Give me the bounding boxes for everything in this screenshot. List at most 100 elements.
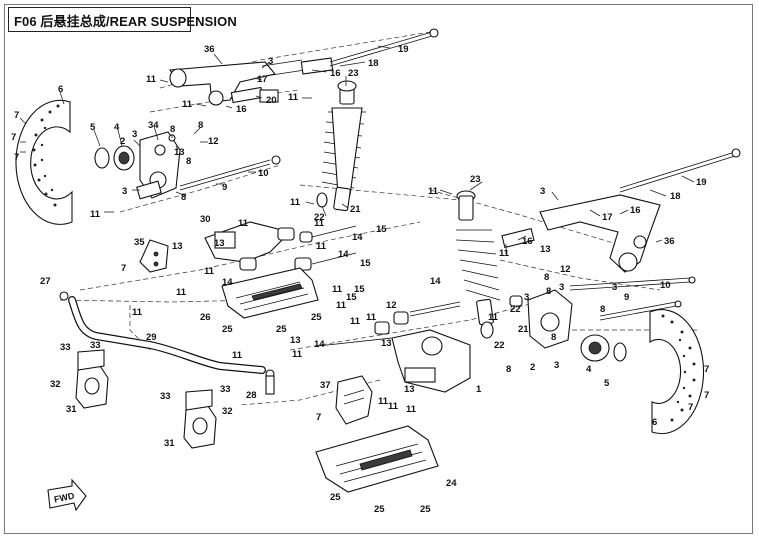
callout-12: 12 xyxy=(386,300,397,311)
callout-16: 16 xyxy=(630,205,641,216)
callout-33: 33 xyxy=(60,342,71,353)
callout-3: 3 xyxy=(132,129,137,140)
callout-33: 33 xyxy=(220,384,231,395)
callout-11: 11 xyxy=(232,350,243,361)
bushing-clamp-right xyxy=(183,389,217,449)
bracket-35 xyxy=(139,239,169,273)
callout-4: 4 xyxy=(114,122,120,133)
callout-11: 11 xyxy=(132,307,143,318)
callout-9: 9 xyxy=(222,182,227,193)
callout-25: 25 xyxy=(374,504,385,515)
callout-10: 10 xyxy=(660,280,671,291)
callout-31: 31 xyxy=(66,404,77,415)
callout-12: 12 xyxy=(560,264,571,275)
callout-7: 7 xyxy=(688,402,693,413)
callout-labels: 36 19 3 18 16 17 11 11 20 16 23 11 6 7 7… xyxy=(11,44,709,515)
callout-12: 12 xyxy=(208,136,219,147)
callout-11: 11 xyxy=(176,287,187,298)
callout-2: 2 xyxy=(530,362,535,373)
callout-16: 16 xyxy=(522,236,533,247)
callout-25: 25 xyxy=(222,324,233,335)
callout-13: 13 xyxy=(404,384,415,395)
callout-17: 17 xyxy=(257,74,268,85)
callout-13: 13 xyxy=(381,338,392,349)
skid-plate-right xyxy=(315,425,439,493)
callout-17: 17 xyxy=(602,212,613,223)
callout-5: 5 xyxy=(90,122,96,133)
callout-6: 6 xyxy=(652,417,657,428)
callout-18: 18 xyxy=(670,191,681,202)
callout-10: 10 xyxy=(258,168,269,179)
callout-7: 7 xyxy=(11,132,16,143)
callout-11: 11 xyxy=(314,218,325,229)
knuckle-right xyxy=(527,289,627,362)
callout-14: 14 xyxy=(338,249,349,260)
callout-14: 14 xyxy=(314,339,325,350)
callout-24: 24 xyxy=(446,478,457,489)
callout-33: 33 xyxy=(160,391,171,402)
callout-9: 9 xyxy=(624,292,629,303)
callout-3: 3 xyxy=(612,282,617,293)
fwd-arrow: FWD xyxy=(47,478,87,512)
callout-11: 11 xyxy=(378,396,389,407)
callout-14: 14 xyxy=(222,277,233,288)
callout-22: 22 xyxy=(314,212,325,223)
callout-16: 16 xyxy=(330,68,341,79)
callout-8: 8 xyxy=(170,124,175,135)
callout-27: 27 xyxy=(40,276,51,287)
callout-26: 26 xyxy=(200,312,211,323)
callout-3: 3 xyxy=(268,56,273,67)
callout-11: 11 xyxy=(288,92,299,103)
callout-29: 29 xyxy=(146,332,157,343)
callout-11: 11 xyxy=(182,99,193,110)
callout-11: 11 xyxy=(366,312,377,323)
callout-15: 15 xyxy=(360,258,371,269)
callout-20: 20 xyxy=(266,95,277,106)
callout-3: 3 xyxy=(524,292,529,303)
callout-11: 11 xyxy=(499,248,510,259)
callout-4: 4 xyxy=(586,364,592,375)
page-title: F06 后悬挂总成/REAR SUSPENSION xyxy=(14,14,237,29)
callout-25: 25 xyxy=(330,492,341,503)
callout-23: 23 xyxy=(348,68,359,79)
callout-8: 8 xyxy=(551,332,556,343)
callout-11: 11 xyxy=(388,401,399,412)
callout-22: 22 xyxy=(494,340,505,351)
callout-15: 14 xyxy=(430,276,441,287)
lower-arm-left xyxy=(136,155,357,271)
callout-6: 6 xyxy=(58,84,63,95)
callout-8: 8 xyxy=(546,286,551,297)
callout-21: 21 xyxy=(350,204,361,215)
callout-13: 13 xyxy=(540,244,551,255)
callout-8: 8 xyxy=(544,272,549,283)
brake-disc-left xyxy=(15,99,73,225)
callout-15: 15 xyxy=(346,292,357,303)
callout-28: 28 xyxy=(246,390,257,401)
callout-5: 5 xyxy=(604,378,610,389)
callout-13: 13 xyxy=(214,238,225,249)
callout-3: 3 xyxy=(554,360,559,371)
bracket-37 xyxy=(335,375,373,425)
callout-35: 35 xyxy=(134,237,145,248)
callout-11: 11 xyxy=(332,284,343,295)
callout-21: 21 xyxy=(518,324,529,335)
callout-7: 7 xyxy=(316,412,321,423)
callout-13: 13 xyxy=(290,335,301,346)
callout-7: 7 xyxy=(14,152,19,163)
callout-7: 7 xyxy=(704,390,709,401)
callout-11: 11 xyxy=(336,300,347,311)
callout-11: 11 xyxy=(292,349,303,360)
callout-22: 22 xyxy=(510,304,521,315)
callout-3: 3 xyxy=(559,282,564,293)
callout-11: 11 xyxy=(290,197,301,208)
callout-11: 11 xyxy=(204,266,215,277)
shock-absorber-left xyxy=(316,80,366,212)
callout-11: 11 xyxy=(350,316,361,327)
callout-33: 33 xyxy=(90,340,101,351)
callout-2: 2 xyxy=(120,136,125,147)
callout-11: 11 xyxy=(90,209,101,220)
callout-15: 15 xyxy=(354,284,365,295)
callout-25: 25 xyxy=(311,312,322,323)
